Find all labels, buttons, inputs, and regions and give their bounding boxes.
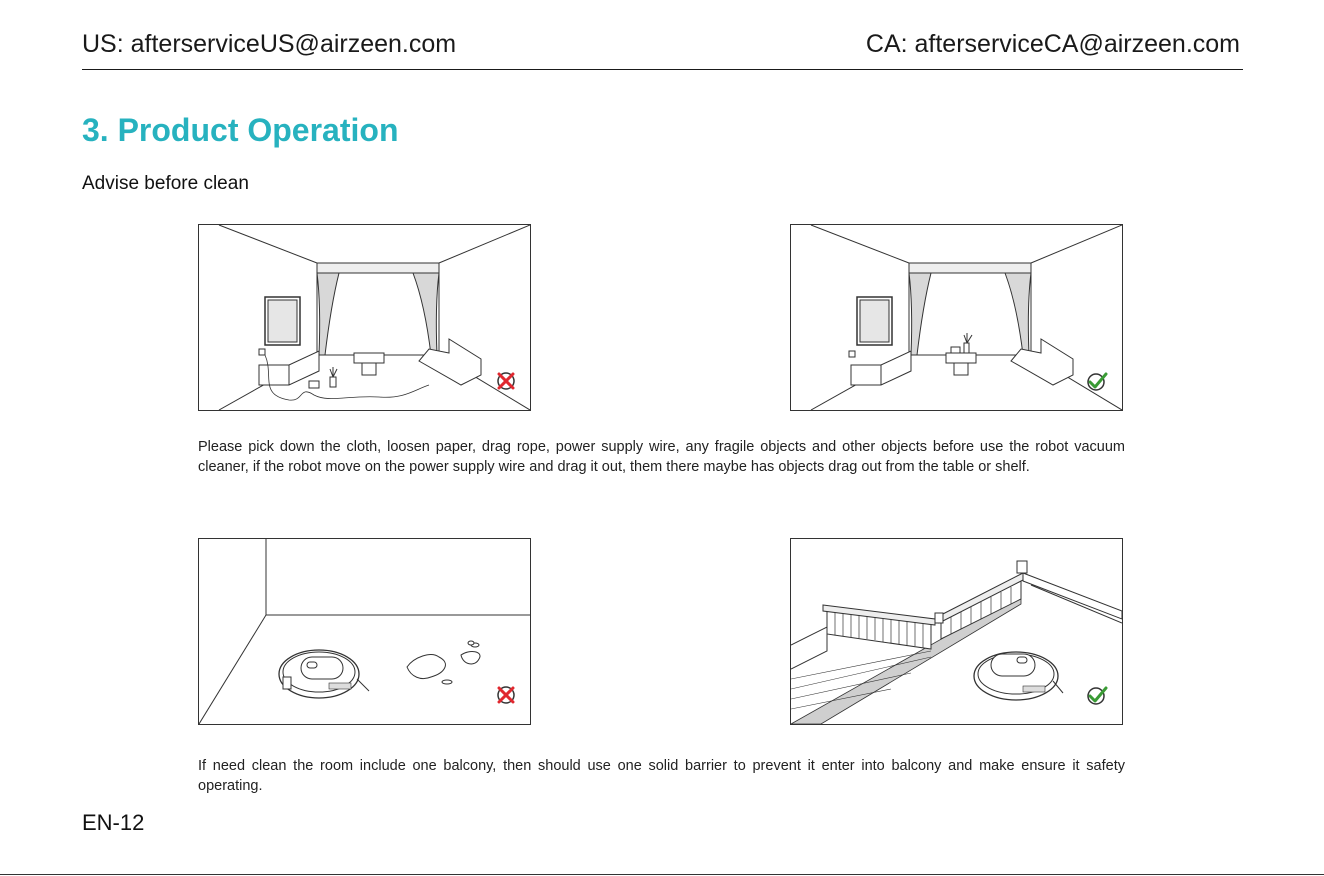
illustration-living-room-tidy xyxy=(790,224,1123,411)
section-title: 3. Product Operation xyxy=(82,112,399,148)
wrong-mark-icon xyxy=(497,372,515,390)
illustration-liquid-spill xyxy=(198,538,531,725)
correct-mark-icon xyxy=(1087,686,1108,705)
header-divider xyxy=(82,69,1243,70)
footer-divider xyxy=(0,874,1324,875)
cables-advice-paragraph: Please pick down the cloth, loosen paper… xyxy=(198,439,1125,475)
balcony-advice-paragraph: If need clean the room include one balco… xyxy=(198,758,1125,794)
correct-mark-icon xyxy=(1087,372,1108,391)
header-ca-contact: CA: afterserviceCA@airzeen.com xyxy=(865,30,1240,58)
header-us-contact: US: afterserviceUS@airzeen.com xyxy=(82,30,457,58)
wrong-mark-icon xyxy=(497,686,515,704)
illustration-living-room-cables xyxy=(198,224,531,411)
section-subtitle: Advise before clean xyxy=(82,173,249,194)
page-number: EN-12 xyxy=(82,810,145,835)
illustration-balcony-barrier xyxy=(790,538,1123,725)
